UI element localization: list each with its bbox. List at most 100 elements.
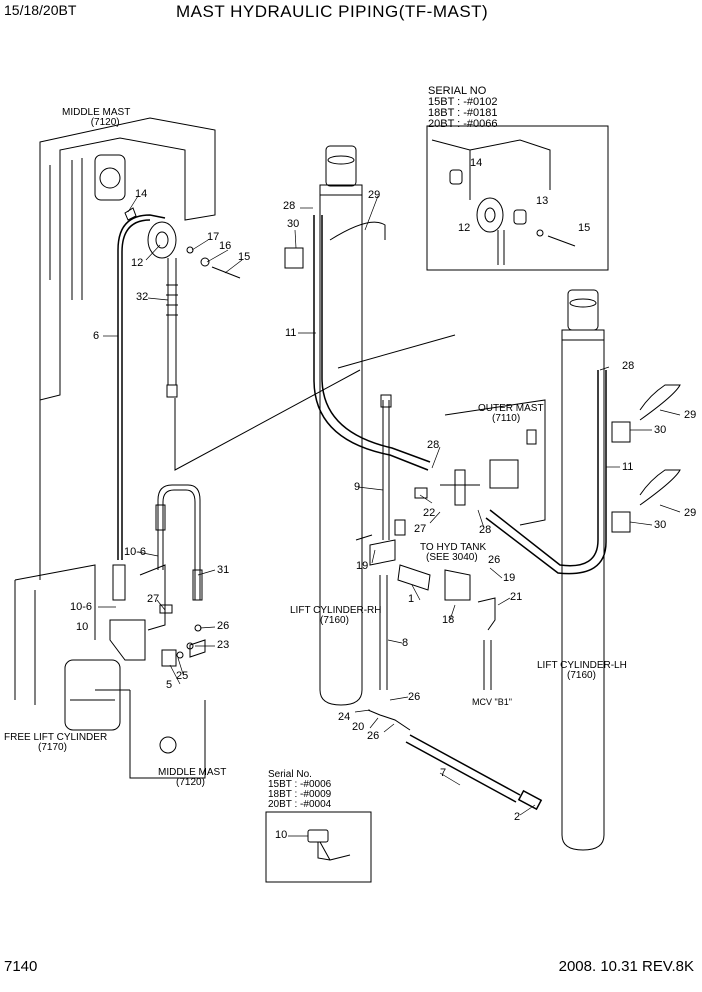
serial-box-top <box>426 125 609 271</box>
part-number: 21 <box>510 591 523 603</box>
part-number: 12 <box>131 257 144 269</box>
part-number: 10 <box>76 621 89 633</box>
label-line: FREE LIFT CYLINDER <box>4 732 108 743</box>
serial-line: 18BT : -#0181 <box>428 107 498 119</box>
label-line: (7160) <box>567 670 596 681</box>
part-number: 13 <box>536 195 549 207</box>
middle-mast-frame-top <box>39 117 216 580</box>
mcv-port <box>483 640 492 690</box>
label-line: (7120) <box>176 777 205 788</box>
part-number: 5 <box>166 679 173 691</box>
part-number: 29 <box>368 189 381 201</box>
part-number: 8 <box>402 637 409 649</box>
part-number: 19 <box>503 572 516 584</box>
part-number: 10-6 <box>124 546 147 558</box>
part-number: 32 <box>136 291 149 303</box>
part-number: 15 <box>238 251 251 263</box>
part-number: 27 <box>414 523 427 535</box>
part-number: 11 <box>622 461 634 473</box>
part-number: 20 <box>352 721 365 733</box>
part-number: 1 <box>408 593 415 605</box>
serial-box-top-text: SERIAL NO 15BT : -#0102 18BT : -#0181 20… <box>428 86 498 130</box>
part-number: 26 <box>488 554 501 566</box>
serial-box-bottom <box>265 811 372 883</box>
lift-cylinder-rh-label: LIFT CYLINDER-RH (7160) <box>290 606 382 626</box>
label-line: (SEE 3040) <box>426 552 478 563</box>
hose-8 <box>379 575 388 690</box>
part-number: 24 <box>338 711 351 723</box>
outer-mast-bracket <box>444 399 546 526</box>
part-number: 29 <box>684 409 697 421</box>
part-number: 2 <box>514 811 521 823</box>
serial-line: 20BT : -#0004 <box>268 799 332 810</box>
hose-6 <box>117 214 166 560</box>
label-line: LIFT CYLINDER-LH <box>537 660 627 671</box>
label-line: MIDDLE MAST <box>62 107 131 118</box>
hose-31 <box>155 484 203 601</box>
part-number: 16 <box>219 240 232 252</box>
middle-mast-top-label: MIDDLE MAST (7120) <box>62 108 130 128</box>
part-number: 30 <box>654 424 667 436</box>
part-number: 9 <box>354 481 361 493</box>
part-number: 15 <box>578 222 591 234</box>
part-number: 27 <box>147 593 160 605</box>
part-number: 6 <box>93 330 100 342</box>
serial-line: 18BT : -#0009 <box>268 789 332 800</box>
middle-mast-bottom-label: MIDDLE MAST (7120) <box>158 768 226 788</box>
part-number: 19 <box>356 560 369 572</box>
free-lift-cylinder <box>64 659 121 731</box>
page-title: MAST HYDRAULIC PIPING(TF-MAST) <box>176 2 489 21</box>
part-number: 30 <box>287 218 300 230</box>
part-number: 17 <box>207 231 220 243</box>
outer-mast-label: OUTER MAST (7110) <box>478 404 544 424</box>
part-number: 7 <box>440 767 447 779</box>
hose-32 <box>166 258 178 398</box>
hose-7 <box>405 734 543 811</box>
part-number: 14 <box>135 188 148 200</box>
revision-date: 2008. 10.31 REV.8K <box>558 958 694 975</box>
part-number: 10 <box>275 829 288 841</box>
label-line: TO HYD TANK <box>420 542 487 553</box>
label-line: OUTER MAST <box>478 403 544 414</box>
serial-line: 20BT : -#0066 <box>428 118 498 130</box>
free-lift-cylinder-label: FREE LIFT CYLINDER (7170) <box>4 733 107 753</box>
part-number: 22 <box>423 507 436 519</box>
part-number: 28 <box>479 524 492 536</box>
hose-11-lh <box>485 370 607 575</box>
middle-mast-frame-bottom <box>14 564 206 779</box>
label-line: LIFT CYLINDER-RH <box>290 605 382 616</box>
hose-11-rh <box>313 215 431 471</box>
label-line: MIDDLE MAST <box>158 767 227 778</box>
part-number: 28 <box>427 439 440 451</box>
label-line: (7120) <box>90 117 120 128</box>
lift-cylinder-rh <box>319 145 363 706</box>
leader-lines <box>98 195 681 837</box>
part-number: 31 <box>217 564 230 576</box>
clamps-29-30 <box>284 221 681 533</box>
serial-line: 15BT : -#0102 <box>428 96 498 108</box>
to-hyd-tank-label: TO HYD TANK (SEE 3040) <box>420 543 486 563</box>
part-number: 28 <box>622 360 635 372</box>
label-line: (7170) <box>38 742 67 753</box>
part-number: 23 <box>217 639 230 651</box>
part-number: 18 <box>442 614 455 626</box>
part-number: 28 <box>283 200 296 212</box>
lift-cylinder-lh-label: LIFT CYLINDER-LH (7160) <box>537 661 627 681</box>
page-number: 7140 <box>4 958 38 975</box>
part-number: 26 <box>408 691 421 703</box>
part-number: 10-6 <box>70 601 93 613</box>
model-label: 15/18/20BT <box>4 2 77 18</box>
part-number: 30 <box>654 519 667 531</box>
part-number: 29 <box>684 507 697 519</box>
reference-lines <box>174 334 456 471</box>
part-number: 12 <box>458 222 471 234</box>
label-line: (7160) <box>320 615 349 626</box>
part-number: 26 <box>217 620 230 632</box>
part-number: 25 <box>176 670 189 682</box>
part-number: 14 <box>470 157 483 169</box>
serial-line: 15BT : -#0006 <box>268 779 332 790</box>
hose-9 <box>380 394 392 540</box>
serial-heading: SERIAL NO <box>428 85 487 97</box>
label-line: (7110) <box>492 413 521 424</box>
